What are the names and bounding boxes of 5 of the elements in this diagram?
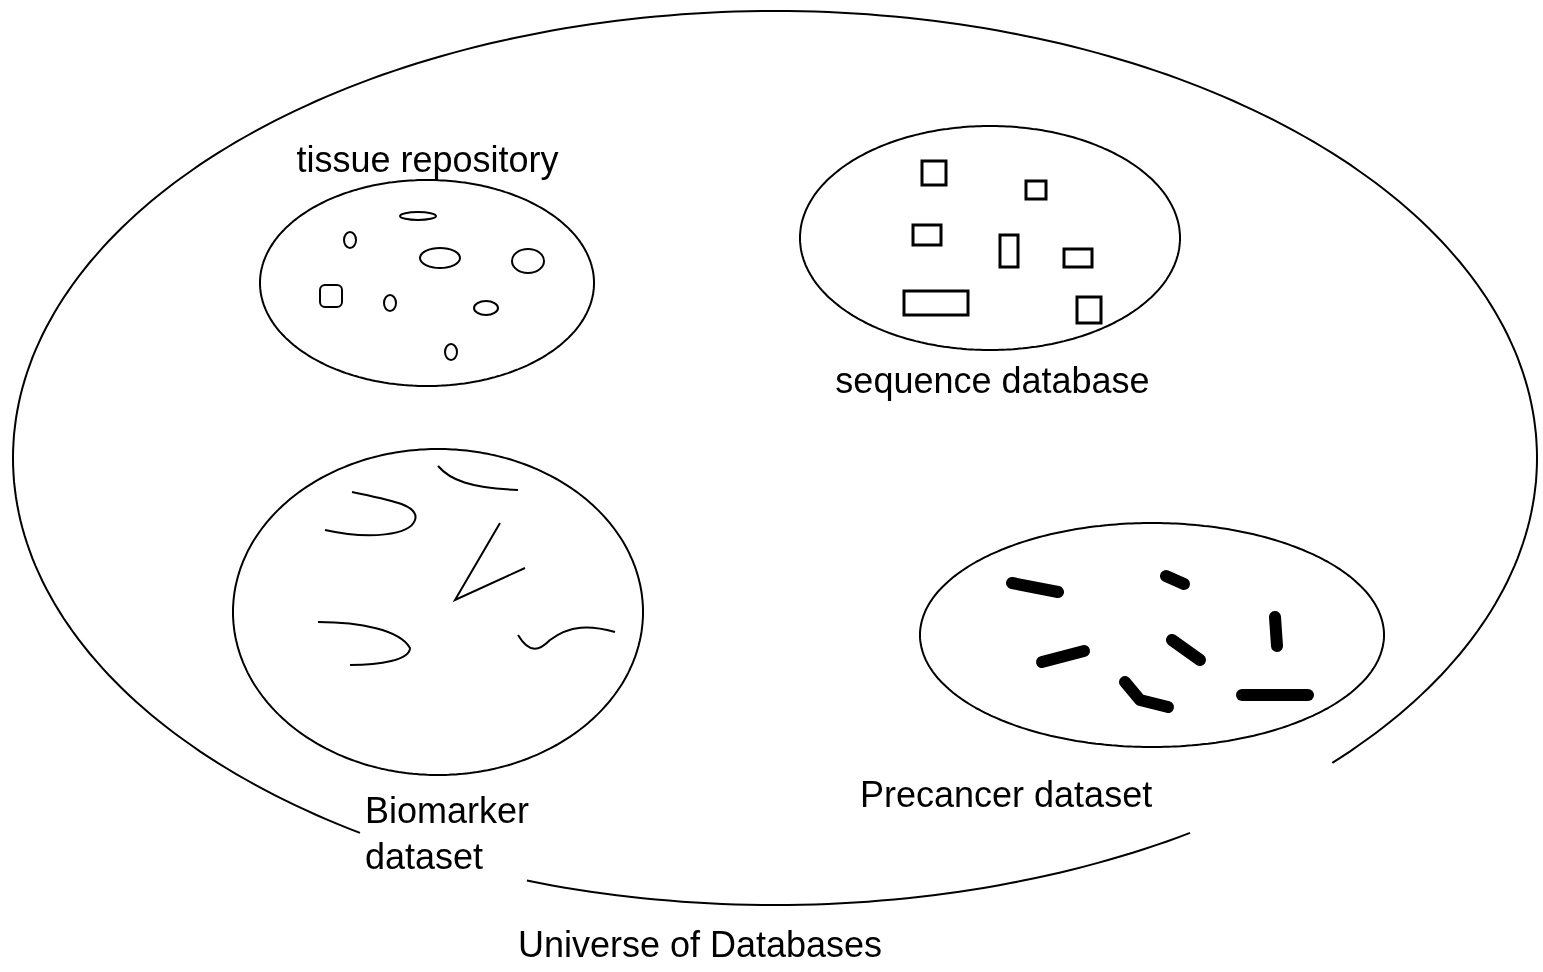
node-label: Precancer dataset <box>860 773 1154 817</box>
node-label: sequence database <box>834 359 1151 403</box>
node-label: Biomarker dataset <box>365 789 531 879</box>
node-label: tissue repository <box>295 138 560 182</box>
node-label: Universe of Databases <box>516 923 884 967</box>
